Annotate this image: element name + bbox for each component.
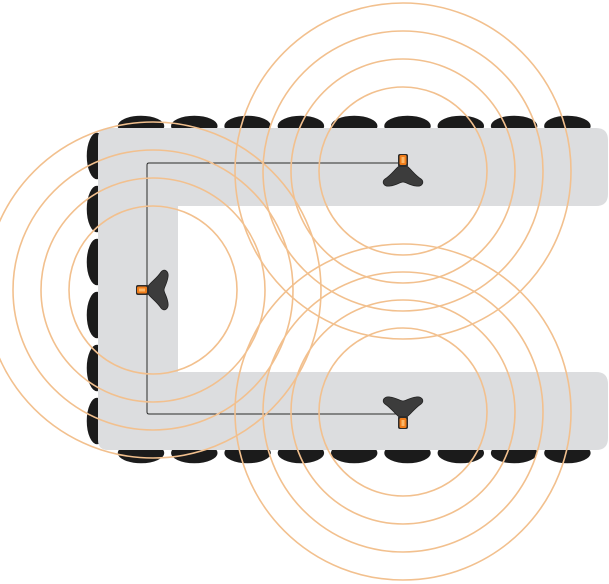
microphone-left-icon <box>136 269 169 311</box>
mic-bottom-right-pickup-ring-2 <box>290 299 516 525</box>
mic-left-pickup-ring-3 <box>12 149 294 431</box>
mic-left-pickup-ring-4 <box>0 121 322 459</box>
microphones-group <box>136 154 424 429</box>
mic-top-right-pickup-ring-1 <box>318 86 488 256</box>
mic-top-right-pickup-ring-4 <box>234 2 572 340</box>
mic-bottom-right-pickup-ring-3 <box>262 271 544 553</box>
mic-bottom-right-pickup-ring-1 <box>318 327 488 497</box>
microphone-top-right-icon <box>382 154 424 187</box>
mic-left-pickup-ring-2 <box>40 177 266 403</box>
microphone-bottom-right-icon <box>382 396 424 429</box>
mic-top-right-pickup-ring-3 <box>262 30 544 312</box>
pickup-rings-group <box>0 2 572 581</box>
mic-top-right-pickup-ring-2 <box>290 58 516 284</box>
mic-bottom-right-pickup-ring-4 <box>234 243 572 581</box>
u-shaped-table <box>98 128 608 450</box>
mic-left-pickup-ring-1 <box>68 205 238 375</box>
